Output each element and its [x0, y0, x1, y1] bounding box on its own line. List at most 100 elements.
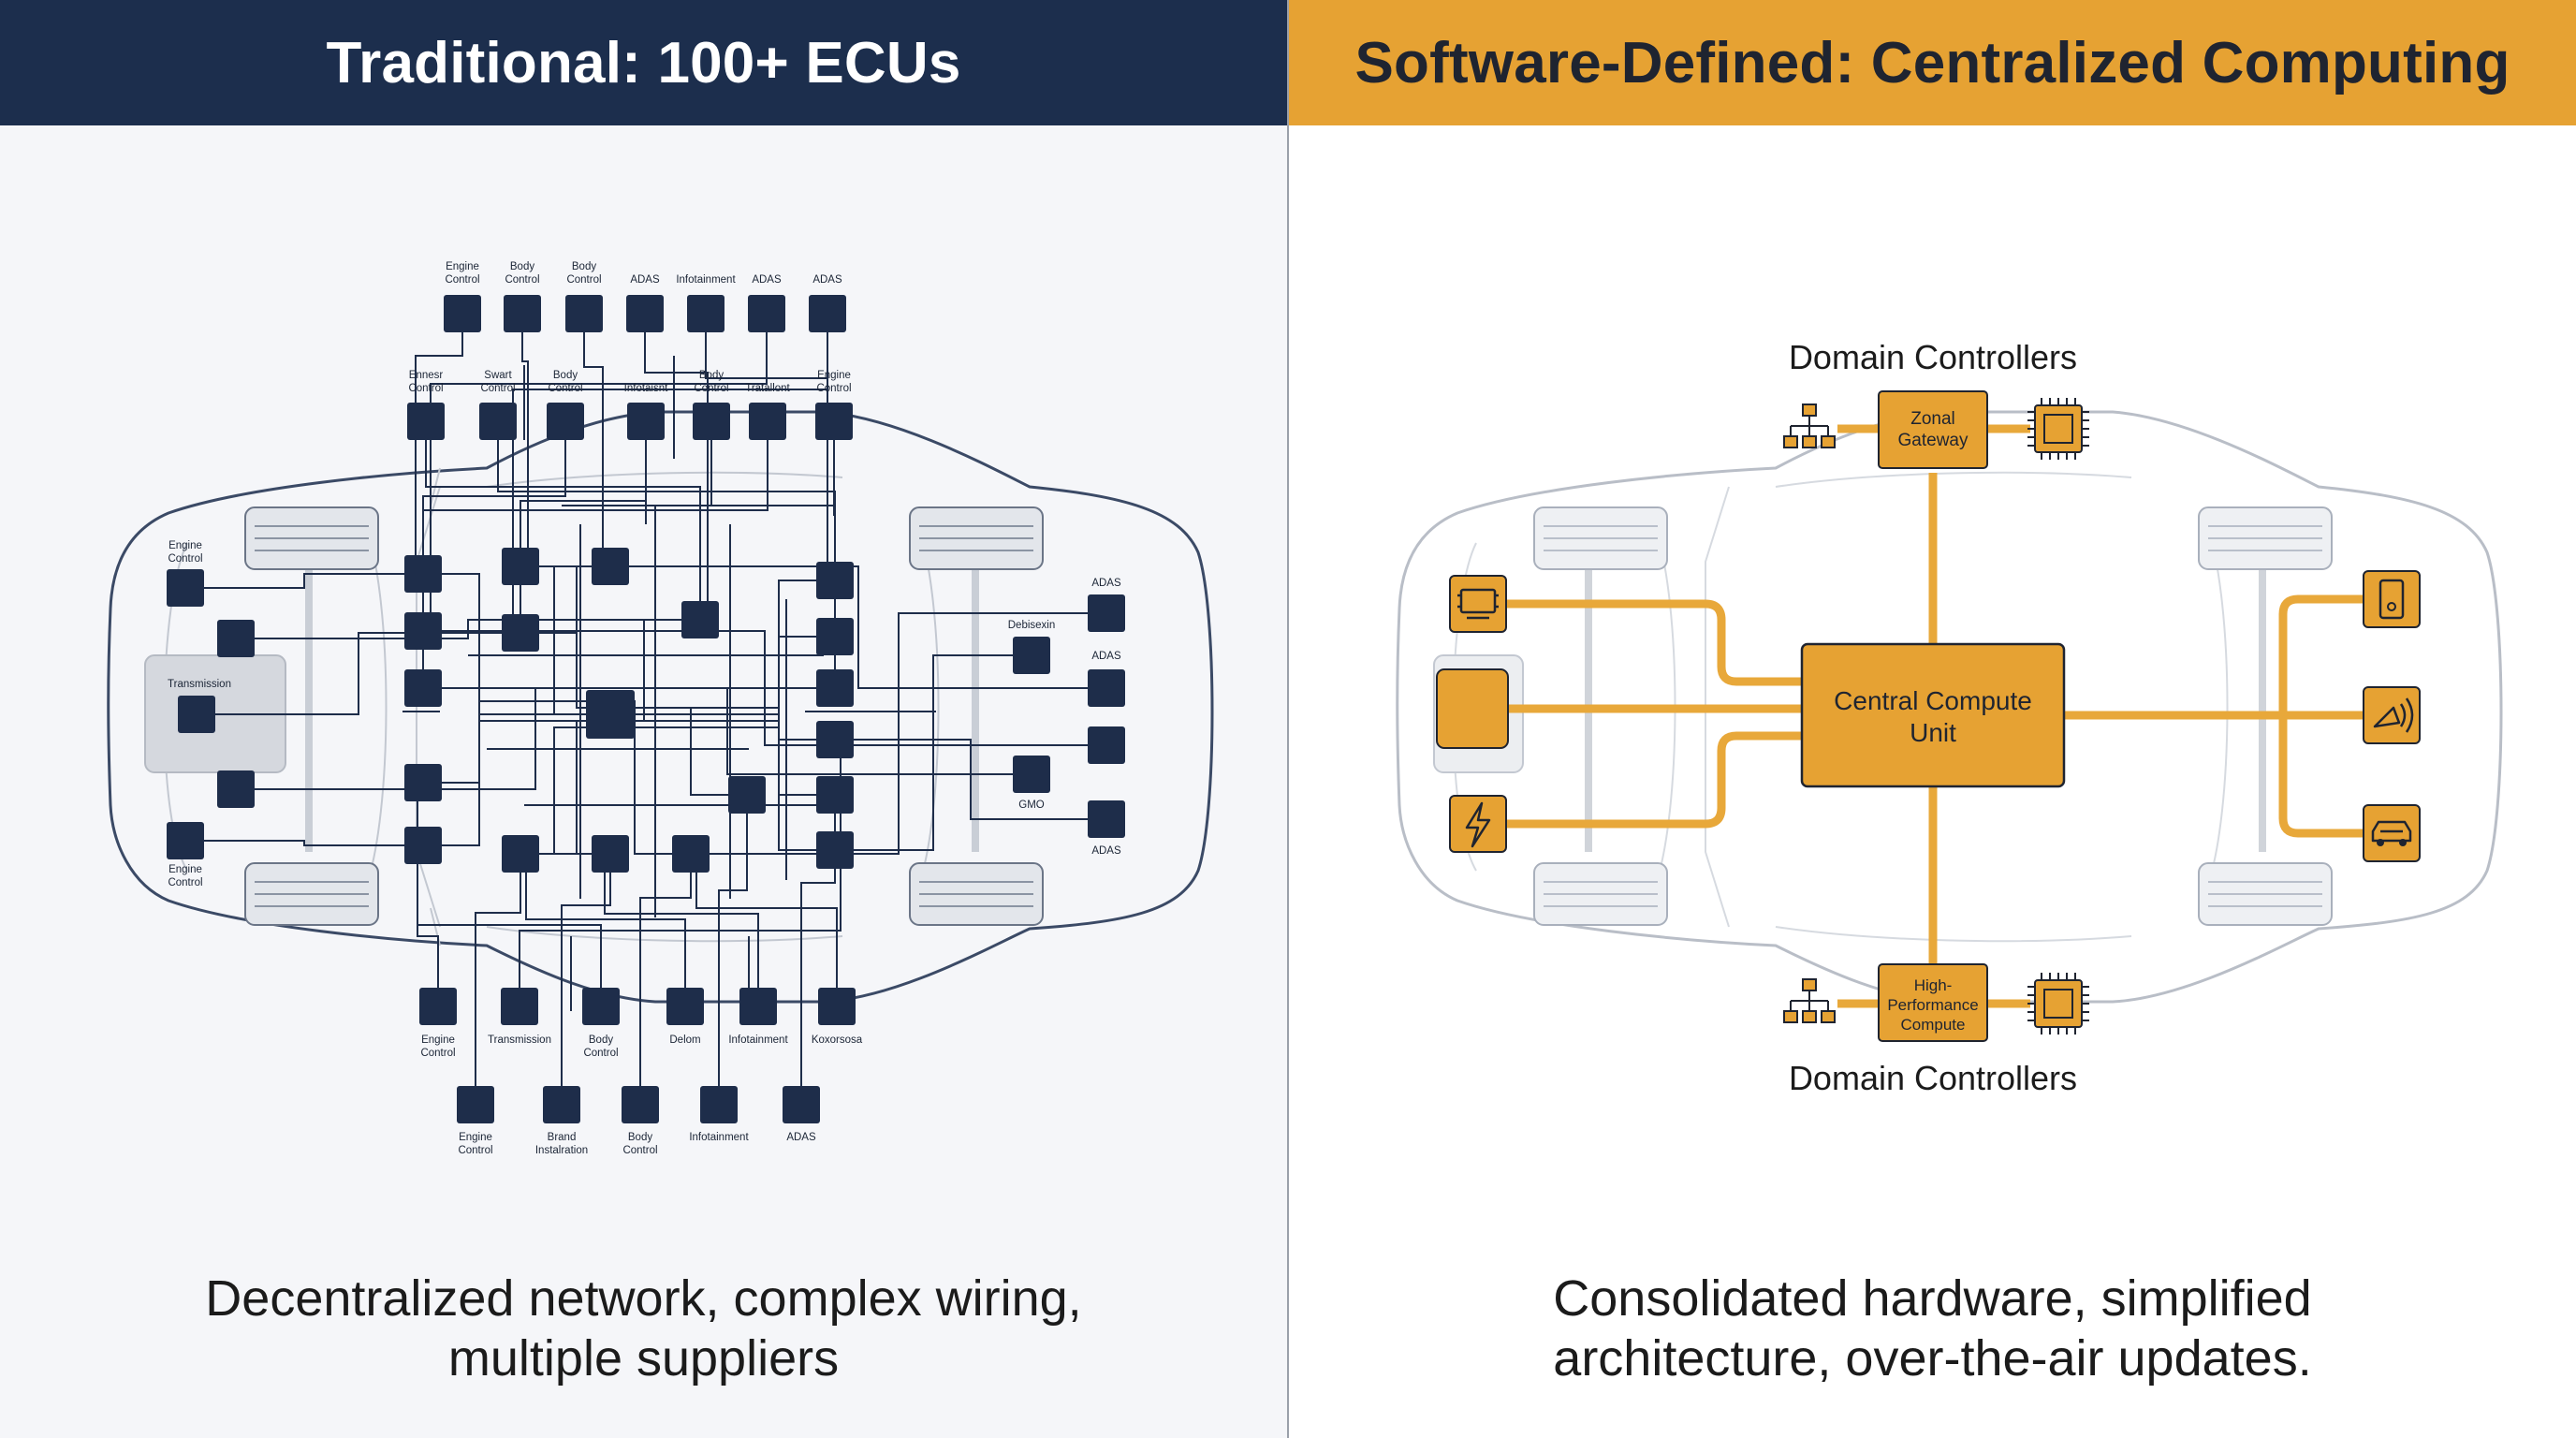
ecu-wire — [833, 440, 836, 688]
ecu-module — [444, 295, 481, 332]
ecu-wire — [553, 726, 610, 855]
ecu-module — [626, 295, 664, 332]
ecu-module — [816, 669, 854, 707]
domain-controllers-top-label: Domain Controllers — [1789, 338, 2077, 376]
ecu-module — [818, 988, 856, 1025]
ecu-label: Transmission — [488, 1034, 551, 1046]
ecu-wire — [610, 565, 1106, 689]
ecu-wire — [422, 440, 566, 631]
ecu-label: Control — [548, 383, 582, 394]
ecu-wire — [423, 687, 1032, 775]
caption-line-1: Decentralized network, complex wiring, — [205, 1270, 1082, 1327]
ecu-module — [404, 764, 442, 801]
ecu-module — [809, 295, 846, 332]
hpc-label-1: High- — [1914, 976, 1953, 994]
ecu-wire — [475, 854, 521, 1086]
ecu-label: Control — [445, 274, 479, 286]
hpc-label-2: Performance — [1887, 996, 1978, 1014]
software-defined-title: Software-Defined: Centralized Computing — [1354, 30, 2510, 95]
radar-icon — [2363, 686, 2421, 744]
ecu-label: Infotainment — [689, 1132, 749, 1143]
cpu-chip-icon — [2027, 973, 2089, 1034]
ecu-label: Ennesr — [409, 370, 444, 381]
hierarchy-icon — [1783, 404, 1836, 448]
hierarchy-icon — [1783, 978, 1836, 1023]
ecu-module — [622, 1086, 659, 1123]
ecu-module — [666, 988, 704, 1025]
ecu-module — [816, 831, 854, 869]
ecu-module — [815, 403, 853, 440]
ecu-module — [217, 620, 255, 657]
ecu-module — [681, 601, 719, 638]
ecu-wire — [521, 314, 529, 566]
ecu-label: ADAS — [812, 274, 842, 286]
ecu-module — [178, 696, 215, 733]
ecu-label: Transmission — [168, 679, 231, 690]
central-compute-label-2: Unit — [1910, 718, 1956, 747]
ecu-wire — [423, 687, 610, 722]
ecu-module — [479, 403, 517, 440]
ecu-label: Engine — [459, 1132, 492, 1143]
ecu-label: Engine — [168, 864, 202, 875]
ecu-label: Tratallont — [745, 383, 790, 394]
ecu-module — [404, 669, 442, 707]
ecu-label: Brand — [548, 1132, 577, 1143]
ecu-wire — [425, 440, 701, 620]
ecu-wire — [520, 720, 610, 855]
ecu-label: Control — [480, 383, 515, 394]
ecu-wire — [583, 314, 604, 566]
ecu-module — [167, 569, 204, 607]
ecu-module — [565, 295, 603, 332]
ecu-module — [592, 548, 629, 585]
ecu-wire — [415, 314, 463, 574]
ecu-module — [816, 721, 854, 758]
ecu-wire — [525, 854, 686, 988]
ecu-label: Body — [510, 261, 534, 272]
ecu-label: Control — [408, 383, 443, 394]
ecu-module — [748, 295, 785, 332]
ecu-wire — [610, 713, 835, 796]
ecu-label: ADAS — [1091, 651, 1121, 662]
ecu-label: ADAS — [1091, 578, 1121, 589]
traditional-title: Traditional: 100+ ECUs — [326, 30, 961, 95]
traditional-panel: Traditional: 100+ ECUs — [0, 0, 1287, 1438]
ecu-module — [419, 988, 457, 1025]
ecu-label: Control — [458, 1145, 492, 1156]
ecu-wire — [185, 573, 423, 589]
ecu-wire — [610, 720, 835, 851]
ecu-wiring — [185, 314, 1106, 1086]
ecu-label: Control — [816, 383, 851, 394]
ecu-module — [1088, 726, 1125, 764]
axles-traditional — [305, 562, 979, 852]
ecu-module — [693, 403, 730, 440]
ecu-label: Control — [694, 383, 728, 394]
ecu-module — [783, 1086, 820, 1123]
ecu-label: Infotainment — [728, 1034, 788, 1046]
central-compute-label-1: Central Compute — [1834, 686, 2032, 715]
ecu-wire — [644, 314, 709, 620]
ecu-label: ADAS — [1091, 845, 1121, 857]
ecu-module — [501, 988, 538, 1025]
centralized-compute-diagram: Domain Controllers Zonal Gateway High- P… — [1396, 338, 2503, 1097]
ecu-label: ADAS — [786, 1132, 816, 1143]
ecu-module — [504, 295, 541, 332]
caption-line-2: architecture, over-the-air updates. — [1553, 1330, 2312, 1387]
ecu-label: Engine — [446, 261, 479, 272]
ecu-module — [404, 555, 442, 593]
ecu-label: Swart — [484, 370, 512, 381]
ecu-module — [167, 822, 204, 859]
ecu-label: ADAS — [630, 274, 660, 286]
ecu-wire — [423, 630, 1106, 746]
ecu-label: Body — [553, 370, 578, 381]
software-defined-caption: Consolidated hardware, simplified archit… — [1289, 1269, 2576, 1388]
ecu-wire — [430, 314, 768, 631]
ecu-label: Engine — [817, 370, 851, 381]
lightning-icon — [1449, 795, 1507, 853]
ecu-wire — [718, 795, 748, 1086]
ecu-label: GMO — [1018, 800, 1045, 811]
ecu-label: Control — [505, 274, 539, 286]
ecu-module — [547, 403, 584, 440]
central-gateway-ecu — [586, 690, 635, 739]
ecu-module — [217, 770, 255, 808]
ecu-wire — [639, 854, 692, 1086]
